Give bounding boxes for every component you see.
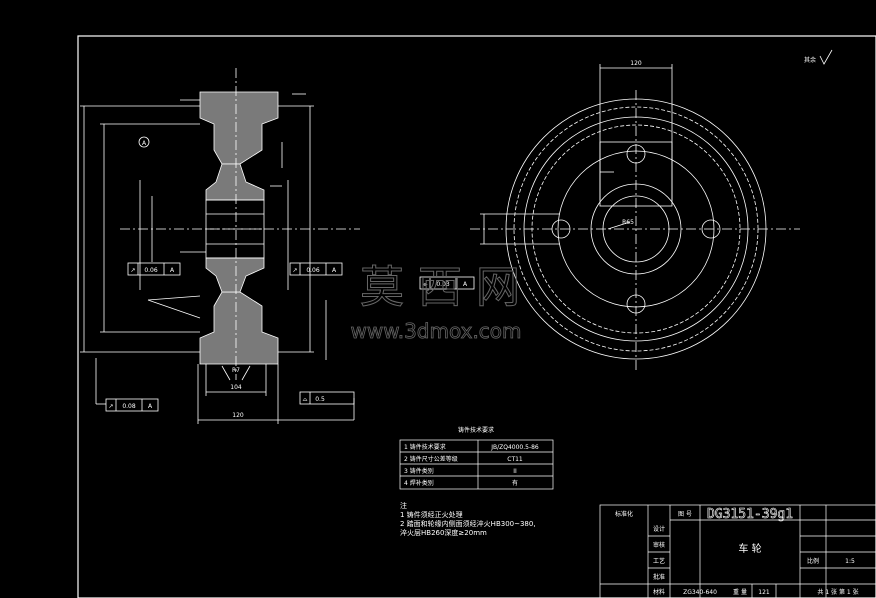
tech-table bbox=[399, 439, 554, 490]
datum-circle bbox=[138, 136, 150, 148]
gdt-value: 0.06 bbox=[144, 267, 158, 274]
section-view bbox=[80, 68, 360, 424]
gdt-datum: A bbox=[463, 281, 468, 288]
gdt-value: 0.03 bbox=[436, 281, 450, 288]
tech-row-value: II bbox=[513, 468, 517, 475]
watermark-url: www.3dmox.com bbox=[350, 319, 521, 343]
dim-bore-radius: R65 bbox=[622, 219, 634, 226]
sheet-border bbox=[77, 35, 876, 598]
roughness-note: 其余 bbox=[804, 56, 816, 64]
material-value: ZG340-640 bbox=[683, 589, 717, 596]
notes-title: 注 bbox=[400, 502, 407, 510]
gdt-symbol: ⌯ bbox=[423, 281, 428, 288]
gdt-value: 0.06 bbox=[306, 267, 320, 274]
gdt-symbol: ↗ bbox=[108, 403, 113, 410]
note-item: 2 踏面和轮缘内侧面须经淬火HB300~380, bbox=[400, 520, 536, 529]
title-label: 标准化 bbox=[615, 510, 633, 518]
dim-hub-radius: R7 bbox=[232, 367, 240, 374]
gdt-symbol: ↗ bbox=[292, 267, 297, 274]
front-view bbox=[470, 64, 800, 372]
label-material: 材料 bbox=[653, 588, 665, 596]
gdt-datum: A bbox=[170, 267, 175, 274]
tech-row-label: 2 铸件尺寸公差等级 bbox=[404, 455, 458, 463]
scale-value: 1:5 bbox=[845, 558, 855, 565]
tech-row-value: JB/ZQ4000.5-86 bbox=[490, 444, 539, 451]
title-block bbox=[599, 504, 876, 598]
title-label: 工艺 bbox=[653, 557, 665, 565]
part-name: 车 轮 bbox=[738, 542, 761, 555]
watermark-brand: 莫 西 网 bbox=[360, 262, 520, 313]
note-item: 淬火层HB260深度≥20mm bbox=[400, 529, 487, 538]
label-scale: 比例 bbox=[807, 557, 819, 565]
title-label: 批准 bbox=[653, 573, 665, 581]
tech-row-label: 3 铸件类别 bbox=[404, 467, 434, 475]
label-sheet: 共 1 张 第 1 张 bbox=[817, 588, 858, 596]
dim-top-width: 120 bbox=[630, 60, 642, 67]
drawing-number: DG3151-39g1 bbox=[707, 507, 793, 522]
gdt-frame-5: ⌓ 0.5 bbox=[299, 391, 355, 405]
label-weight: 重 量 bbox=[733, 588, 747, 596]
gdt-frame-2: ↗ 0.06 A bbox=[289, 262, 343, 276]
gdt-value: 0.5 bbox=[315, 396, 325, 403]
notes-block: 注 1 铸件须经正火处理 2 踏面和轮缘内侧面须经淬火HB300~380, 淬火… bbox=[400, 502, 536, 538]
gdt-symbol: ↗ bbox=[130, 267, 135, 274]
tech-table-title: 铸件技术要求 bbox=[458, 426, 494, 434]
dim-bottom-width-1: 104 bbox=[230, 384, 242, 391]
dim-bottom-width-2: 120 bbox=[232, 412, 244, 419]
title-label: 设计 bbox=[653, 525, 665, 533]
tech-row-value: CT11 bbox=[507, 456, 523, 463]
gdt-value: 0.08 bbox=[122, 403, 136, 410]
datum-label: A bbox=[142, 140, 147, 147]
roughness-symbol bbox=[819, 49, 833, 65]
gdt-frame-3: ↗ 0.08 A bbox=[105, 398, 159, 412]
gdt-frame-4: ⌯ 0.03 A bbox=[419, 276, 475, 290]
label-drawing-no: 图 号 bbox=[678, 511, 692, 518]
gdt-symbol: ⌓ bbox=[303, 396, 308, 403]
note-item: 1 铸件须经正火处理 bbox=[400, 511, 463, 520]
gdt-datum: A bbox=[148, 403, 153, 410]
tech-row-label: 4 焊补类别 bbox=[404, 479, 434, 487]
gdt-frame-1: ↗ 0.06 A bbox=[127, 262, 181, 276]
tech-row-value: 有 bbox=[512, 479, 518, 487]
tech-row-label: 1 铸件技术要求 bbox=[404, 443, 446, 451]
title-label: 审核 bbox=[653, 541, 665, 549]
weight-value: 121 bbox=[758, 589, 770, 596]
gdt-datum: A bbox=[332, 267, 337, 274]
